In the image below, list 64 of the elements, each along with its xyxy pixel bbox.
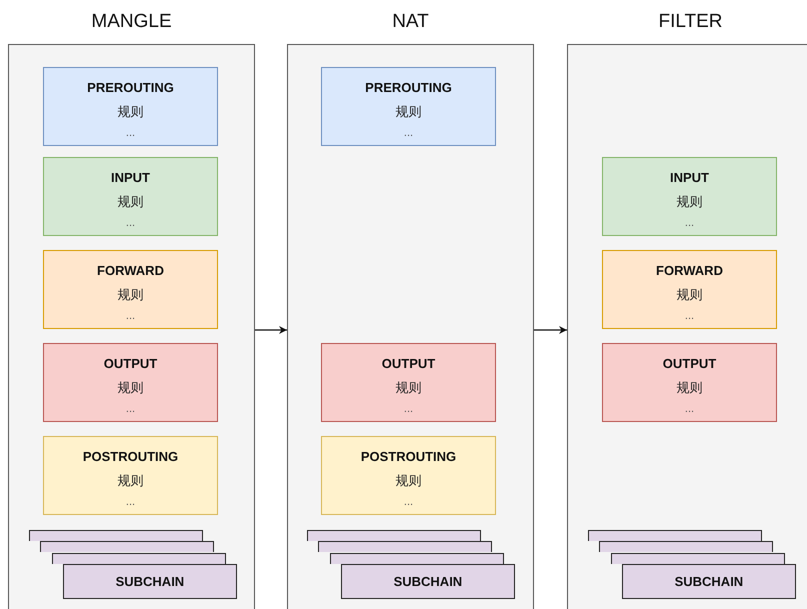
subchain-label: SUBCHAIN: [674, 572, 744, 591]
subchain-box: [62, 564, 237, 599]
chain-box: [321, 436, 496, 515]
chain-name: OUTPUT: [104, 355, 158, 373]
arrow: [534, 326, 567, 334]
subchain-label: SUBCHAIN: [116, 572, 184, 591]
rule-label: 规则: [396, 102, 422, 120]
rule-label: 规则: [118, 192, 144, 210]
chain-box: [43, 67, 218, 146]
subchain-box: [622, 564, 796, 599]
subchain-box: [340, 564, 515, 599]
chain-box: [43, 436, 218, 515]
chain-box: [602, 157, 777, 236]
chain-box: [43, 250, 218, 329]
ellipsis-text: ...: [404, 495, 414, 510]
rule-label: 规则: [676, 378, 702, 396]
stacked-chain-box: [40, 541, 214, 552]
chain-box: [602, 343, 777, 422]
chain-name: OUTPUT: [662, 355, 716, 373]
chain-name: OUTPUT: [382, 355, 436, 373]
chain-name: INPUT: [111, 169, 150, 187]
chain-name: FORWARD: [97, 262, 164, 280]
stacked-chain-box: [599, 541, 774, 552]
chain-name: POSTROUTING: [82, 448, 178, 466]
chain-name: FORWARD: [656, 262, 723, 280]
panel-title: FILTER: [658, 10, 723, 34]
rule-label: 规则: [118, 378, 144, 396]
chain-name: PREROUTING: [87, 79, 174, 97]
chain-box: [602, 250, 777, 329]
rule-label: 规则: [118, 286, 144, 304]
arrow: [255, 326, 287, 334]
chain-box: [43, 157, 218, 236]
rule-label: 规则: [676, 286, 702, 304]
stacked-chain-box: [318, 541, 492, 552]
chain-box: [321, 67, 496, 146]
stacked-chain-box: [307, 530, 481, 541]
chain-name: PREROUTING: [365, 79, 452, 97]
rule-label: 规则: [118, 472, 144, 490]
rule-label: 规则: [676, 192, 702, 210]
ellipsis-text: ...: [126, 495, 136, 510]
stacked-chain-box: [610, 552, 785, 564]
chain-name: INPUT: [670, 169, 709, 187]
ellipsis-text: ...: [404, 126, 414, 141]
stacked-chain-box: [330, 552, 504, 564]
chain-name: POSTROUTING: [360, 448, 456, 466]
chain-box: [43, 343, 218, 422]
stacked-chain-box: [29, 530, 203, 541]
panel-title: NAT: [392, 10, 429, 34]
panel-title: MANGLE: [91, 10, 172, 34]
subchain-label: SUBCHAIN: [394, 572, 462, 591]
rule-label: 规则: [396, 378, 422, 396]
ellipsis-text: ...: [684, 309, 694, 324]
ellipsis-text: ...: [684, 216, 694, 231]
ellipsis-text: ...: [126, 402, 136, 417]
rule-label: 规则: [118, 102, 144, 120]
chain-box: [321, 343, 496, 422]
rule-label: 规则: [396, 472, 422, 490]
ellipsis-text: ...: [126, 216, 136, 231]
ellipsis-text: ...: [126, 309, 136, 324]
stacked-chain-box: [52, 552, 226, 564]
stacked-chain-box: [588, 530, 762, 541]
ellipsis-text: ...: [404, 402, 414, 417]
ellipsis-text: ...: [126, 126, 136, 141]
ellipsis-text: ...: [684, 402, 694, 417]
